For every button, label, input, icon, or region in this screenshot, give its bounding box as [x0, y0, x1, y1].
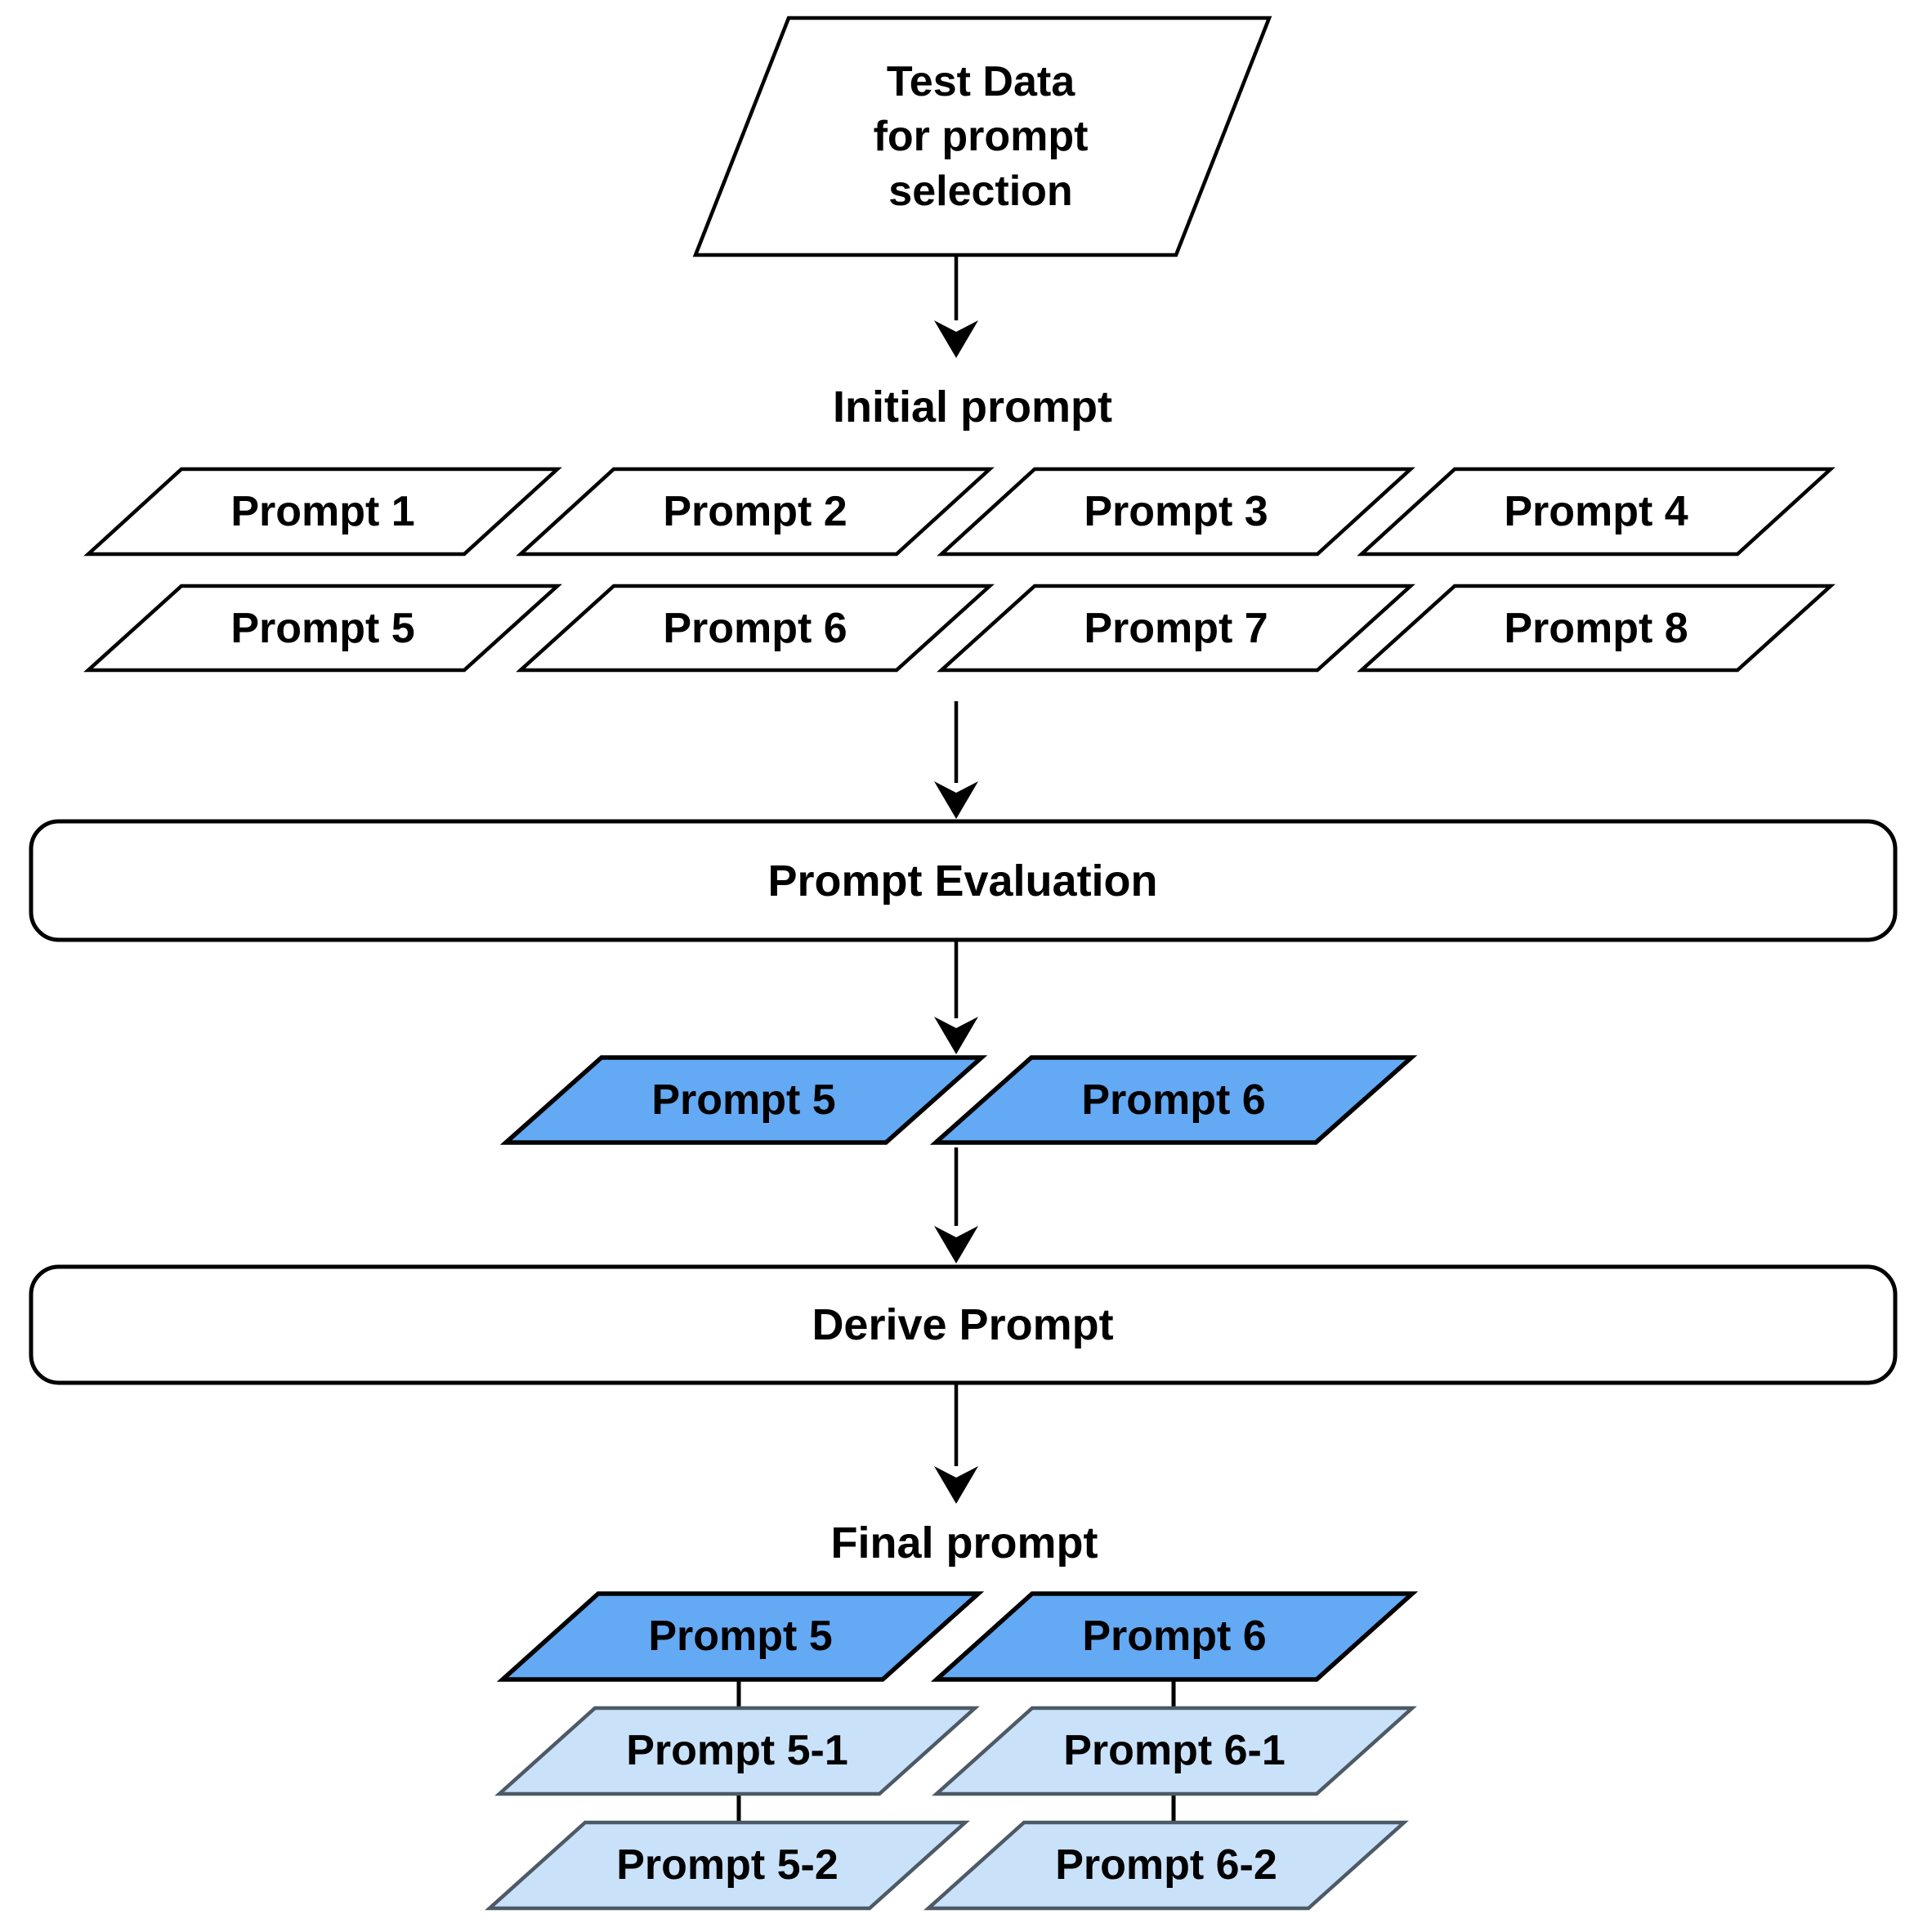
test-data-shape [692, 16, 1272, 257]
final-column-prompt-5: Prompt 5 Prompt 5-1 Prompt 5-2 [485, 1591, 985, 1911]
derive-prompt-label: Derive Prompt [812, 1300, 1113, 1349]
prompt-1-label: Prompt 1 [230, 488, 414, 535]
prompt-8-label: Prompt 8 [1504, 605, 1688, 652]
final-prompt-6-node [930, 1591, 1419, 1682]
initial-prompts-row-1: Prompt 1 Prompt 2 Prompt 3 Prompt 4 [83, 467, 1836, 557]
prompt-6-node [516, 584, 995, 673]
arrow-head-icon [934, 320, 978, 358]
prompt-4-label: Prompt 4 [1504, 488, 1688, 535]
prompt-evaluation-node: Prompt Evaluation [29, 819, 1898, 942]
selected-prompts-row: Prompt 5 Prompt 6 [499, 1055, 1418, 1145]
derive-prompt-box [29, 1264, 1898, 1385]
prompt-5-2-label: Prompt 5-2 [616, 1841, 838, 1889]
test-data-label-line-1: Test Data [887, 58, 1076, 105]
prompt-4-node [1357, 467, 1836, 557]
test-data-node: Test Data for prompt selection [692, 16, 1272, 257]
arrow-head-icon [934, 781, 978, 819]
arrow-head-icon [934, 1466, 978, 1504]
arrow-evaluation-to-selected [934, 940, 978, 1054]
selected-prompt-5-node [499, 1055, 988, 1145]
prompt-7-node [937, 584, 1415, 673]
arrow-head-icon [934, 1226, 978, 1263]
prompt-3-node [937, 467, 1415, 557]
arrow-derive-to-final [934, 1383, 978, 1504]
initial-prompts-row-2: Prompt 5 Prompt 6 Prompt 7 Prompt 8 [83, 584, 1836, 673]
prompt-evaluation-box [29, 819, 1898, 942]
selected-prompt-6-node [929, 1055, 1418, 1145]
prompt-evaluation-label: Prompt Evaluation [767, 856, 1157, 906]
arrow-initial-to-evaluation [934, 701, 978, 819]
prompt-8-node [1357, 584, 1836, 673]
arrow-selected-to-derive [934, 1147, 978, 1263]
prompt-6-1-label: Prompt 6-1 [1063, 1727, 1286, 1774]
prompt-7-label: Prompt 7 [1084, 605, 1268, 652]
derive-prompt-node: Derive Prompt [29, 1264, 1898, 1385]
prompt-2-label: Prompt 2 [663, 488, 847, 535]
arrow-head-icon [934, 1017, 978, 1054]
final-column-prompt-6: Prompt 6 Prompt 6-1 Prompt 6-2 [923, 1591, 1419, 1911]
test-data-label-line-2: for prompt [874, 113, 1089, 160]
prompt-5-node [83, 584, 562, 673]
test-data-label-line-3: selection [888, 168, 1072, 215]
prompt-5-2-node [485, 1820, 970, 1911]
prompt-1-node [83, 467, 562, 557]
initial-prompt-label: Initial prompt [833, 382, 1112, 432]
prompt-5-1-node [494, 1706, 980, 1796]
selected-prompt-5-label: Prompt 5 [651, 1076, 835, 1124]
final-prompt-5-label: Prompt 5 [648, 1612, 832, 1660]
prompt-2-node [516, 467, 995, 557]
prompt-5-label: Prompt 5 [230, 605, 414, 652]
prompt-6-2-node [923, 1820, 1409, 1911]
selected-prompt-6-label: Prompt 6 [1081, 1076, 1265, 1124]
final-prompt-6-label: Prompt 6 [1082, 1612, 1266, 1660]
arrow-test-data-to-initial [934, 255, 978, 358]
final-prompt-label: Final prompt [831, 1518, 1098, 1568]
prompt-5-1-label: Prompt 5-1 [626, 1727, 848, 1774]
prompt-6-2-label: Prompt 6-2 [1055, 1841, 1277, 1889]
prompt-3-label: Prompt 3 [1084, 488, 1268, 535]
prompt-6-label: Prompt 6 [663, 605, 847, 652]
prompt-6-1-node [932, 1706, 1417, 1796]
final-prompt-5-node [496, 1591, 985, 1682]
